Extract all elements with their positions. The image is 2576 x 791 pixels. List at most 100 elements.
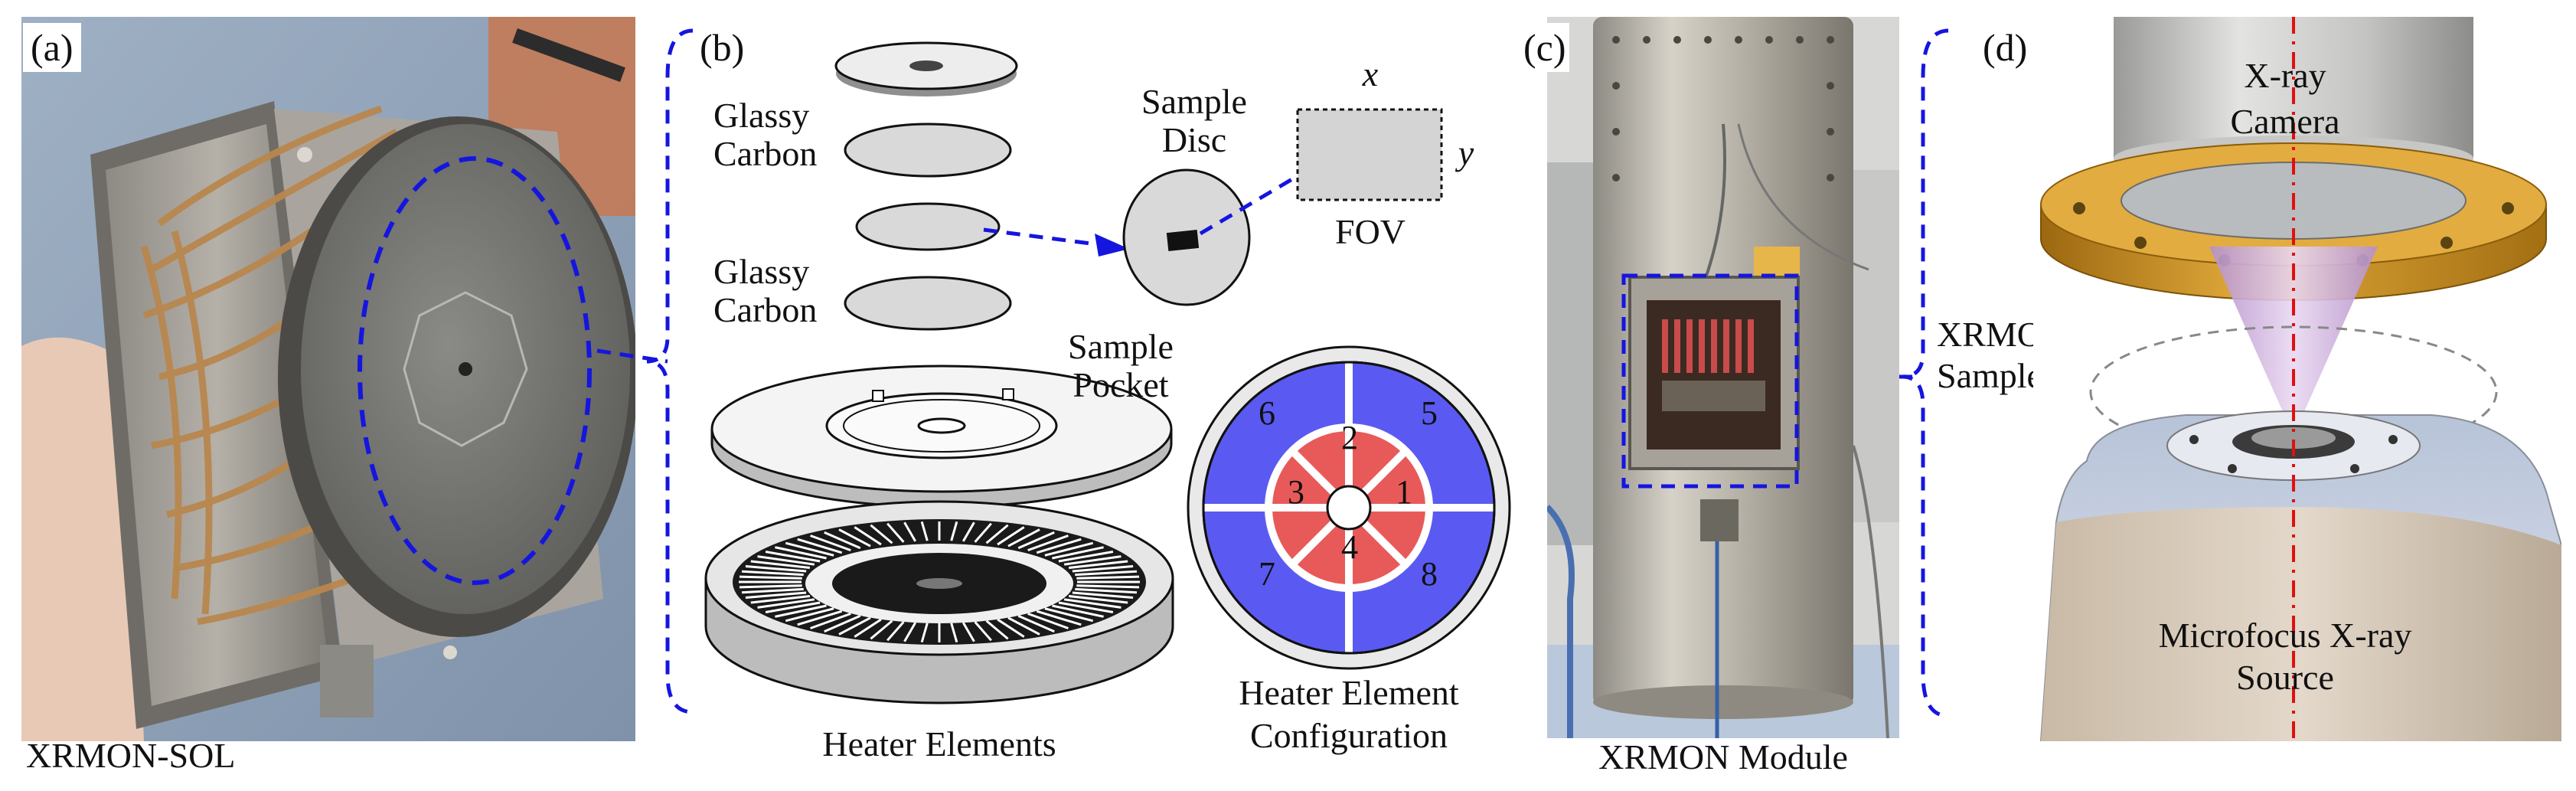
camera-label-1: X-ray <box>2244 56 2326 95</box>
heater-spoke <box>1027 534 1069 552</box>
fov-label: FOV <box>1334 212 1406 251</box>
exploded-diagram <box>704 41 1511 704</box>
heater-spoke <box>797 610 843 626</box>
heater-spoke <box>797 538 843 554</box>
panel-d: (d) X-ray Camera Microfocus X-ray Source <box>1960 0 2576 791</box>
glassy-carbon-top-label-2: Carbon <box>713 134 818 173</box>
heater-spoke <box>870 619 893 640</box>
heater-spoke <box>739 584 802 589</box>
heater-spoke <box>775 546 827 560</box>
source-label-2: Source <box>2236 658 2334 697</box>
heater-spoke <box>1063 555 1121 566</box>
heater-spoke <box>903 622 917 642</box>
heater-spoke <box>785 541 834 557</box>
fov-y-label: y <box>1458 133 1474 172</box>
xrmon-sol-photo-art <box>21 17 635 741</box>
glassy-carbon-bottom-label-2: Carbon <box>713 290 818 329</box>
heater-spoke <box>974 522 992 543</box>
disc-to-sample-arrow <box>983 227 1129 257</box>
panel-c: (c) XRMON Module <box>1520 0 1933 791</box>
heater-spoke <box>1052 546 1104 560</box>
heater-number-5: 5 <box>1421 394 1438 432</box>
heater-spoke <box>1068 594 1128 604</box>
heater-spoke <box>870 524 893 544</box>
xrmon-sol-photo <box>21 17 635 741</box>
heater-elements-base <box>704 500 1174 704</box>
heater-config-caption-2: Configuration <box>1249 716 1448 755</box>
heater-number-7: 7 <box>1259 555 1275 593</box>
sample-pocket-label-2: Pocket <box>1073 365 1169 404</box>
heater-elements-caption: Heater Elements <box>822 724 1056 763</box>
heater-spoke <box>962 622 975 642</box>
fov-rectangle <box>1296 108 1443 201</box>
panel-c-tag: (c) <box>1520 23 1569 72</box>
heater-number-6: 6 <box>1259 394 1275 432</box>
heater-spoke <box>775 604 827 618</box>
heater-spoke <box>757 555 815 566</box>
heater-spoke <box>854 526 882 546</box>
heater-spoke <box>854 618 882 638</box>
heater-spoke <box>765 551 821 563</box>
source-label-1: Microfocus X-ray <box>2158 616 2412 655</box>
heater-number-1: 1 <box>1396 473 1412 511</box>
sample-disc-small <box>855 202 1001 251</box>
panel-a: (a) XRMON-SOL <box>0 0 658 791</box>
heater-spoke <box>741 587 804 594</box>
heater-spoke <box>903 521 917 542</box>
heater-spoke <box>1076 584 1140 589</box>
panel-b-tag: (b) <box>697 23 748 72</box>
heater-spoke <box>886 621 905 642</box>
panel-a-tag: (a) <box>23 23 81 72</box>
heater-spoke <box>997 618 1025 638</box>
heater-config-caption-1: Heater Element <box>1239 673 1459 712</box>
heater-spoke <box>757 598 815 609</box>
heater-spoke <box>810 612 851 629</box>
heater-spoke <box>838 528 871 547</box>
sample-pocket-label-1: Sample <box>1068 327 1174 366</box>
heater-spoke <box>1044 541 1094 557</box>
cad-render-art <box>2033 17 2561 741</box>
heater-number-8: 8 <box>1421 555 1438 593</box>
sol-sample-callout-2: Sample <box>1937 356 2042 395</box>
fov-x-label: x <box>1362 54 1379 93</box>
heater-spoke <box>810 534 851 552</box>
heater-spoke <box>824 531 861 550</box>
heater-config-wheel <box>1187 345 1511 670</box>
glassy-carbon-bottom-disc <box>844 276 1012 331</box>
heater-spoke <box>950 521 958 541</box>
heater-spoke <box>1072 591 1134 599</box>
heater-spoke <box>1036 538 1082 554</box>
sample-disc-label-2: Disc <box>1161 120 1227 159</box>
heater-spoke <box>741 570 804 577</box>
xrmon-module-photo <box>1547 17 1899 738</box>
heater-spoke <box>950 623 958 643</box>
disc-callout-ellipse <box>358 156 592 585</box>
glassy-carbon-bottom-label-1: Glassy <box>713 252 810 291</box>
heater-spoke <box>824 614 861 633</box>
heater-spoke <box>974 621 992 642</box>
heater-number-3: 3 <box>1288 473 1304 511</box>
heater-spoke <box>1076 575 1140 580</box>
glassy-carbon-top-label-1: Glassy <box>713 96 810 135</box>
heater-spoke <box>1063 598 1121 609</box>
heater-spoke <box>1075 570 1138 577</box>
heater-spoke <box>1075 587 1138 594</box>
sol-callout-rectangle <box>1621 273 1799 489</box>
heater-spoke <box>920 623 929 643</box>
panel-b: 2 3 1 4 6 5 7 8 (b) Glassy Carbon Glassy… <box>689 0 1516 791</box>
heater-spoke <box>1072 565 1134 573</box>
heater-spoke <box>1017 531 1055 550</box>
heater-spoke <box>997 526 1025 546</box>
heater-spoke <box>886 522 905 543</box>
heater-spoke <box>1007 616 1040 636</box>
heater-number-2: 2 <box>1341 419 1358 456</box>
heater-spoke <box>1027 612 1069 629</box>
heater-spoke <box>985 619 1009 640</box>
sample-pocket-plate <box>710 364 1173 508</box>
heater-spoke <box>1058 551 1114 563</box>
heater-spoke <box>1052 604 1104 618</box>
heater-spoke <box>1017 614 1055 633</box>
heater-spoke <box>750 594 811 604</box>
heater-spoke <box>1036 610 1082 626</box>
cad-render <box>2033 17 2561 741</box>
